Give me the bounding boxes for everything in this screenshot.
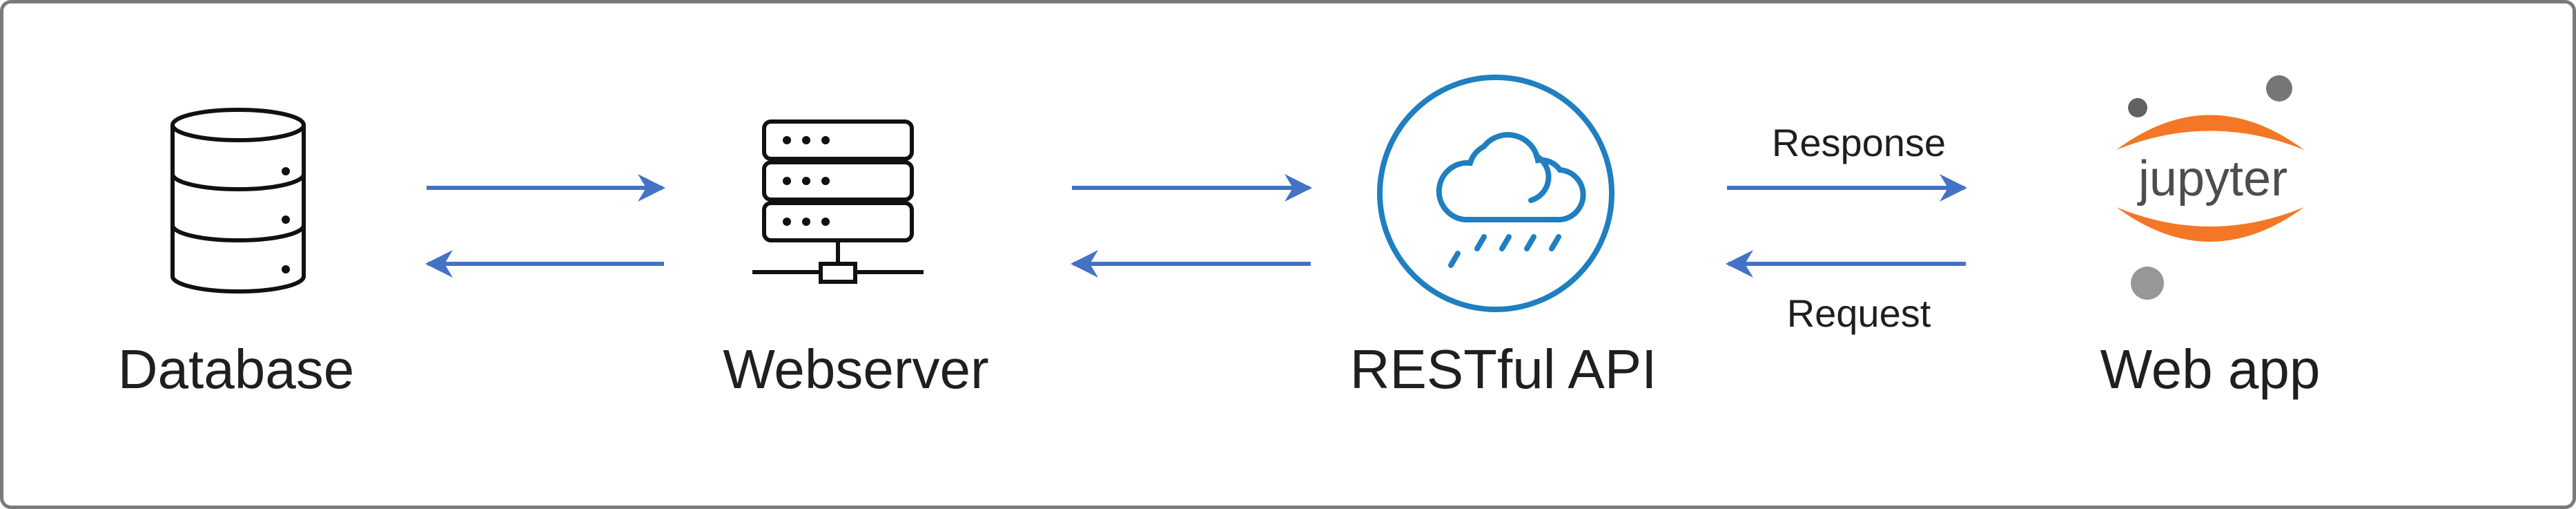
node-label-webserver: Webserver [723,338,988,400]
edge-label-request: Request [1787,291,1931,335]
database-icon [170,108,306,294]
edge-label-response: Response [1772,121,1946,164]
node-label-restful-api: RESTful API [1350,338,1657,400]
jupyter-logo-text: jupyter [2137,151,2287,207]
node-label-web-app: Web app [2100,338,2321,400]
jupyter-logo: jupyter [2116,75,2304,300]
node-label-database: Database [118,338,354,400]
cloud-rain-icon [1377,75,1614,312]
server-icon [752,119,924,284]
